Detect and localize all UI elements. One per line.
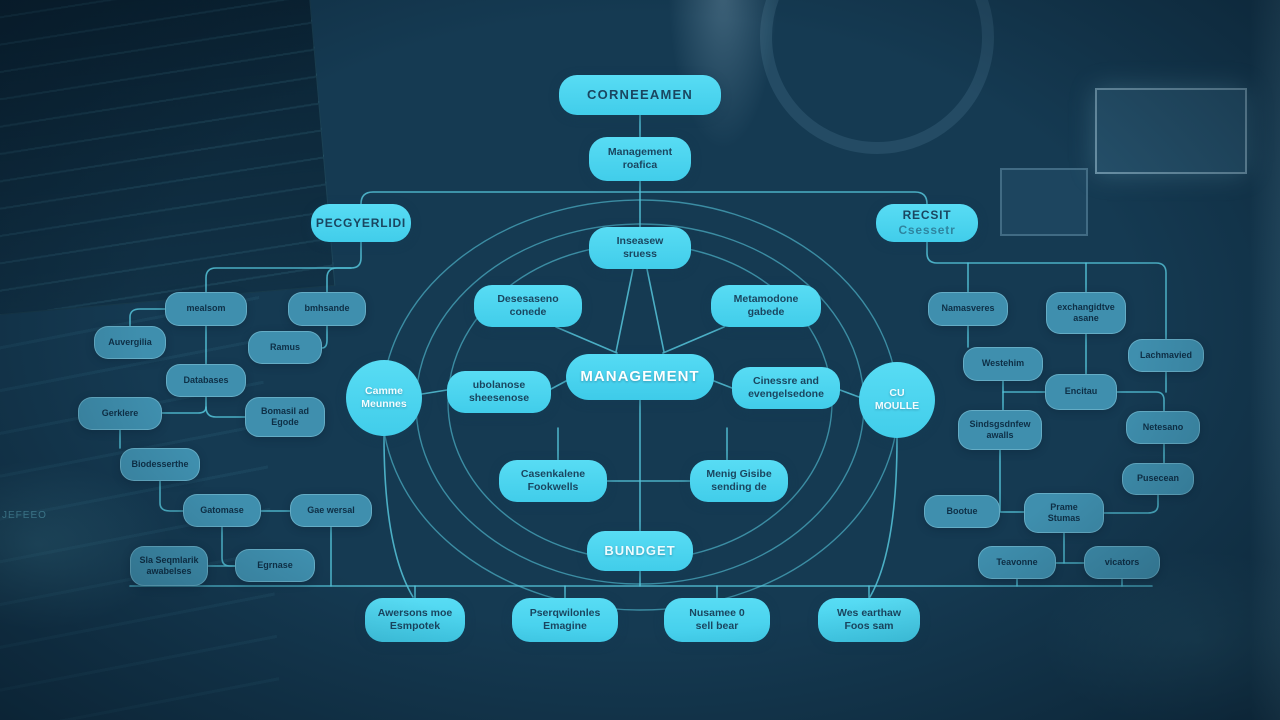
node-auvergilia[interactable]: Auvergilia — [94, 326, 166, 359]
node-sindsgsdnfew[interactable]: Sindsgsdnfew awalls — [958, 410, 1042, 450]
node-bomasil[interactable]: Bomasil ad Egode — [245, 397, 325, 437]
node-bottom-3[interactable]: Nusamee 0 sell bear — [664, 598, 770, 642]
node-bottom-2[interactable]: Pserqwilonles Emagine — [512, 598, 618, 642]
node-prame[interactable]: Prame Stumas — [1024, 493, 1104, 533]
node-management-hub[interactable]: MANAGEMENT — [566, 354, 714, 400]
node-namasveres[interactable]: Namasveres — [928, 292, 1008, 326]
node-mealsom[interactable]: mealsom — [165, 292, 247, 326]
node-exchangidtve[interactable]: exchangidtve asane — [1046, 292, 1126, 334]
node-encitau[interactable]: Encitau — [1045, 374, 1117, 410]
node-bootue[interactable]: Bootue — [924, 495, 1000, 528]
node-gerklere[interactable]: Gerklere — [78, 397, 162, 430]
node-budget[interactable]: BUNDGET — [587, 531, 693, 571]
node-egrnase[interactable]: Egrnase — [235, 549, 315, 582]
node-inner-bottom-right[interactable]: Menig Gisibe sending de — [690, 460, 788, 502]
node-gatomase[interactable]: Gatomase — [183, 494, 261, 527]
node-lachmavied[interactable]: Lachmavied — [1128, 339, 1204, 372]
node-inner-right[interactable]: Cinessre and evengelsedone — [732, 367, 840, 409]
circle-left-module[interactable]: Camme Meunnes — [346, 360, 422, 436]
node-right-branch-sub: Csessetr — [898, 223, 956, 237]
node-pusecean[interactable]: Pusecean — [1122, 463, 1194, 495]
node-top-sub[interactable]: Management roafica — [589, 137, 691, 181]
node-ramus[interactable]: Ramus — [248, 331, 322, 364]
node-inner-top-left[interactable]: Desesaseno conede — [474, 285, 582, 327]
node-netesano[interactable]: Netesano — [1126, 411, 1200, 444]
node-gae-wersal[interactable]: Gae wersal — [290, 494, 372, 527]
node-westehim[interactable]: Westehim — [963, 347, 1043, 381]
node-top[interactable]: CORNEEAMEN — [559, 75, 721, 115]
node-bottom-4[interactable]: Wes earthaw Foos sam — [818, 598, 920, 642]
node-biodesserthe[interactable]: Biodesserthe — [120, 448, 200, 481]
node-teavonne[interactable]: Teavonne — [978, 546, 1056, 579]
node-bmhsande[interactable]: bmhsande — [288, 292, 366, 326]
node-left-branch[interactable]: PECGYERLIDI — [311, 204, 411, 242]
node-sla-seqmlarik[interactable]: Sla Seqmlarik awabelses — [130, 546, 208, 586]
circle-right-module[interactable]: CU MOULLE — [859, 362, 935, 438]
node-inner-top[interactable]: Inseasew sruess — [589, 227, 691, 269]
node-inner-left[interactable]: ubolanose sheesenose — [447, 371, 551, 413]
node-databases[interactable]: Databases — [166, 364, 246, 397]
node-vicators[interactable]: vicators — [1084, 546, 1160, 579]
node-inner-top-right[interactable]: Metamodone gabede — [711, 285, 821, 327]
node-bottom-1[interactable]: Awersons moe Esmpotek — [365, 598, 465, 642]
node-inner-bottom-left[interactable]: Casenkalene Fookwells — [499, 460, 607, 502]
node-right-branch[interactable]: RECSIT Csessetr — [876, 204, 978, 242]
